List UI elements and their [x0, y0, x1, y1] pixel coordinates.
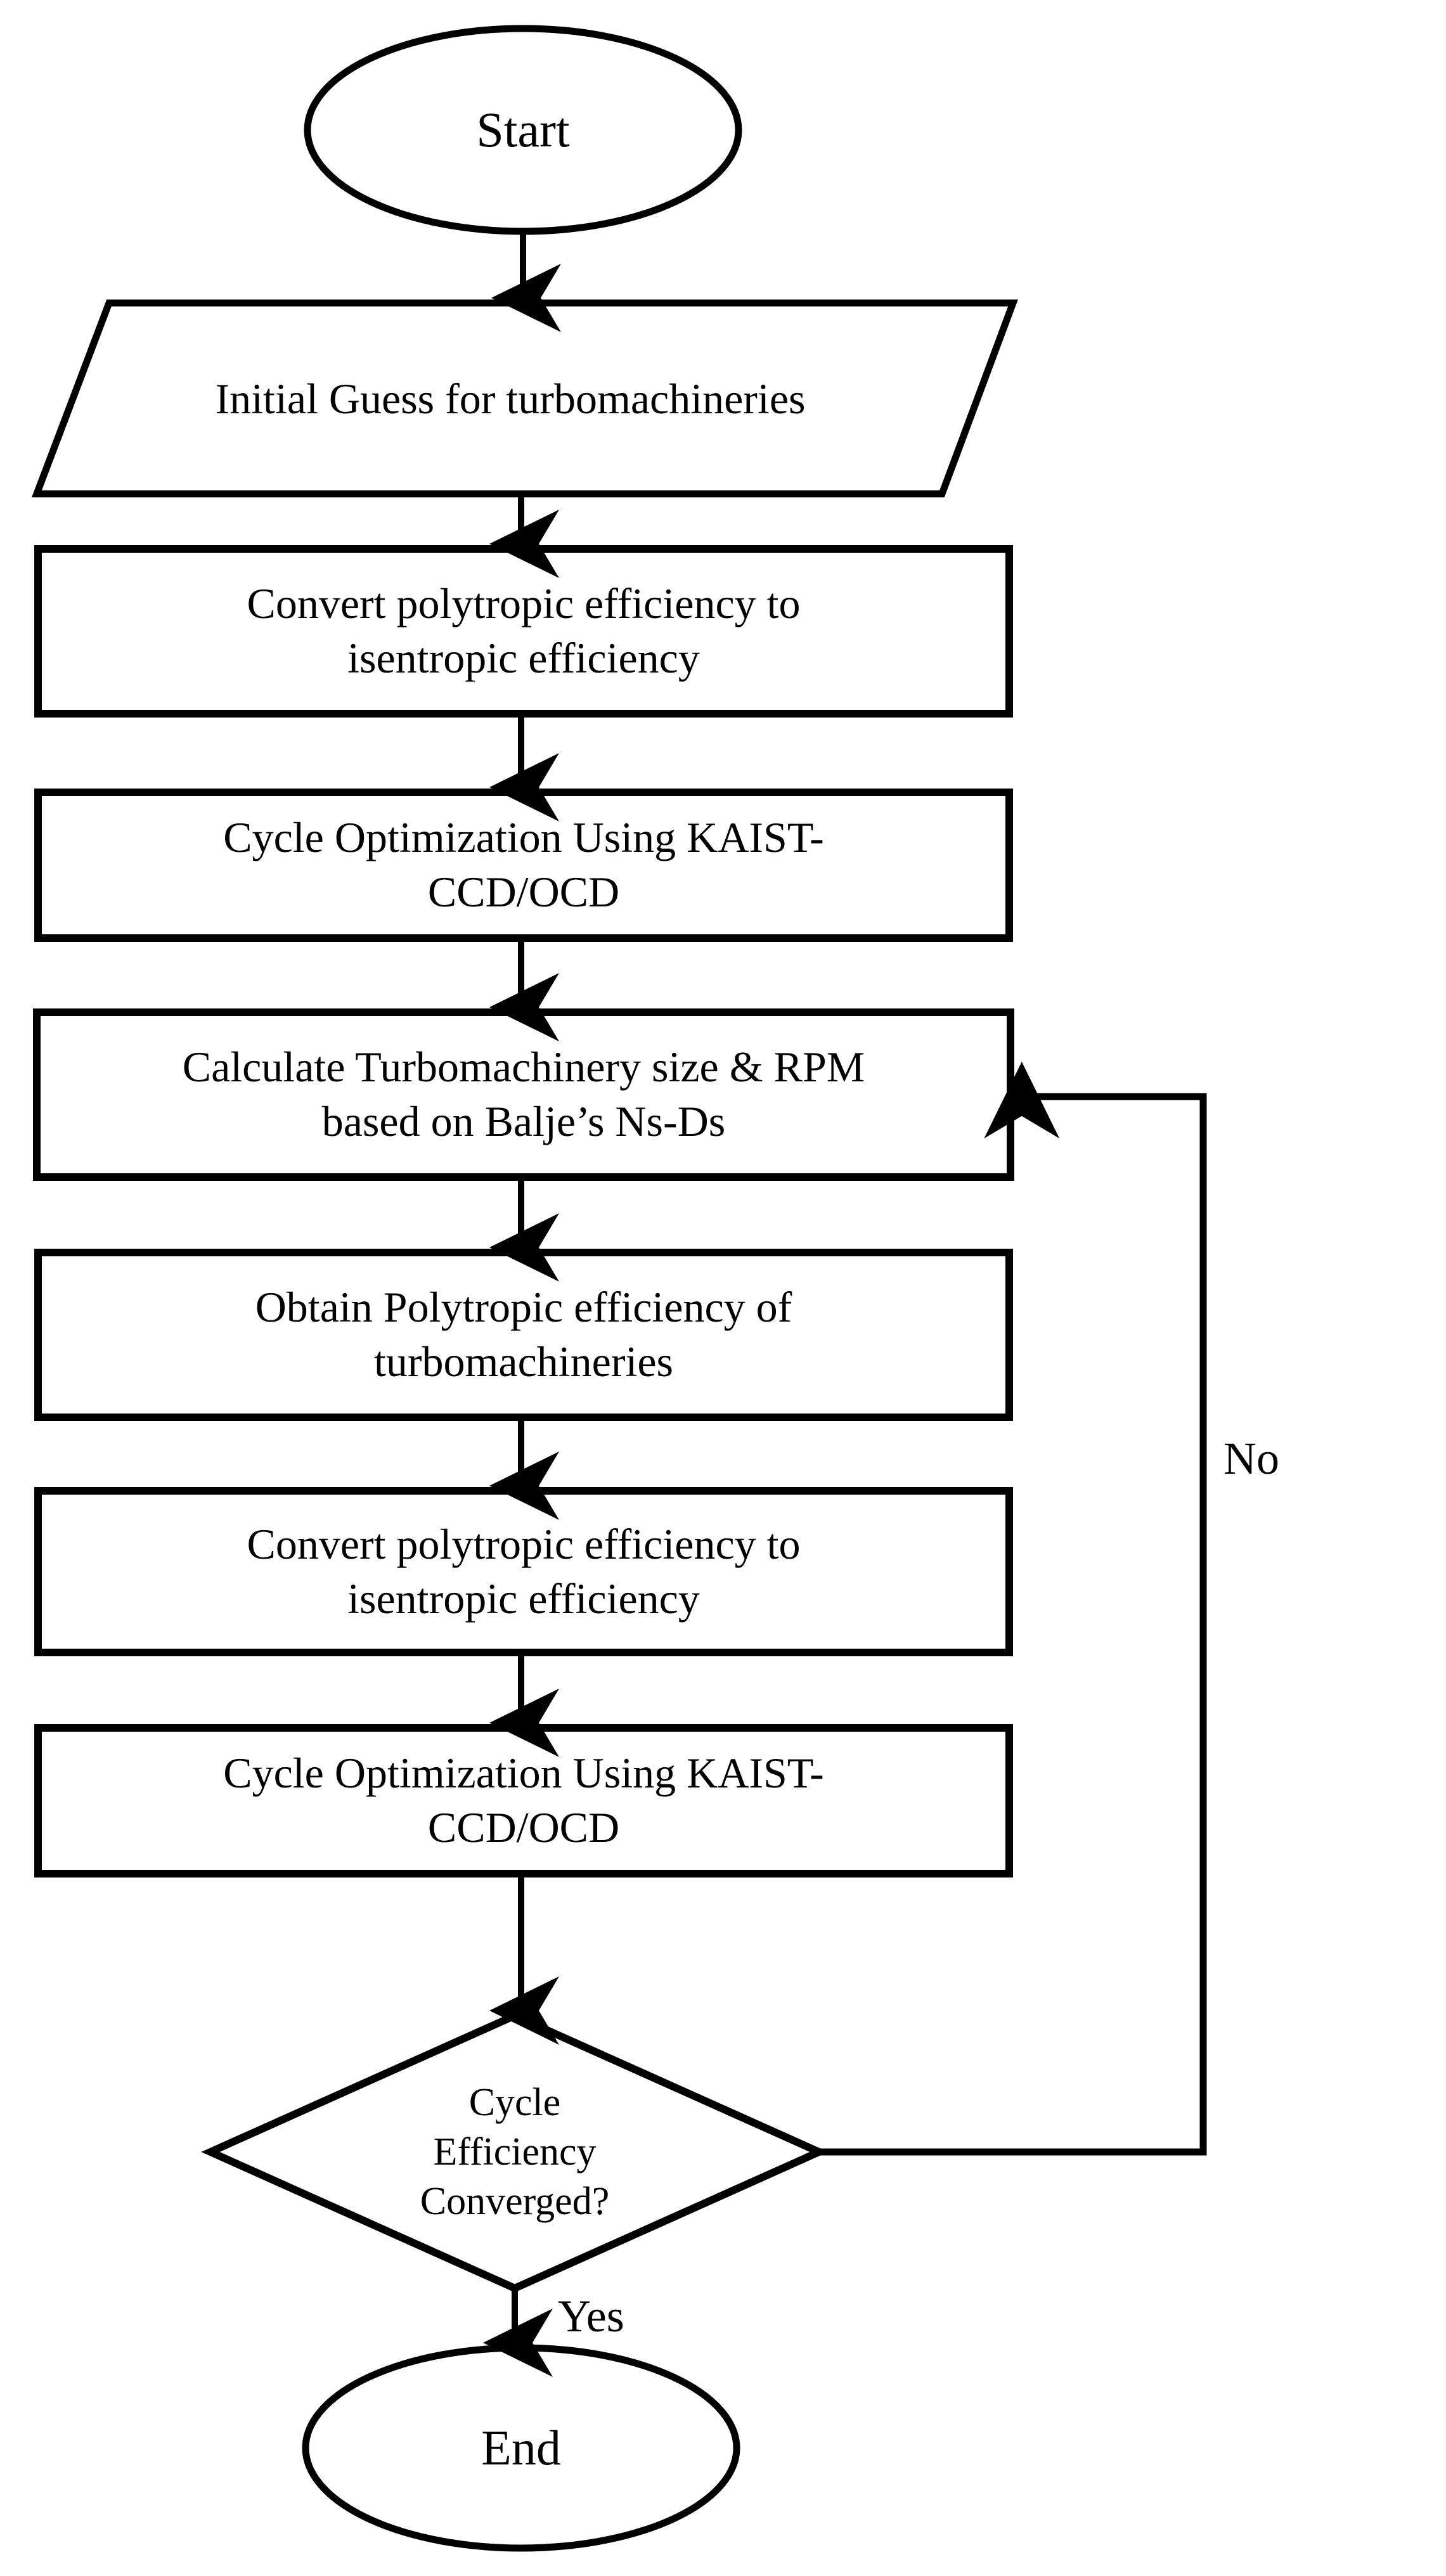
node-decision-shape[interactable] — [201, 2011, 829, 2293]
edge-decision-no-to-calculate-size — [819, 1062, 1207, 2156]
node-convert-1-shape[interactable] — [34, 545, 1013, 718]
node-convert-2-shape[interactable] — [34, 1487, 1013, 1656]
node-obtain-poly-shape[interactable] — [34, 1249, 1013, 1421]
node-calculate-size-shape[interactable] — [33, 1008, 1014, 1181]
node-cycle-opt-1-shape[interactable] — [34, 789, 1013, 942]
node-end-shape[interactable] — [302, 2344, 740, 2552]
node-start-shape[interactable] — [304, 25, 742, 235]
node-initial-guess-shape[interactable] — [32, 299, 1018, 498]
edge-label-no: No — [1223, 1433, 1279, 1484]
edge-label-yes: Yes — [558, 2291, 624, 2341]
node-cycle-opt-2-shape[interactable] — [34, 1724, 1013, 1877]
